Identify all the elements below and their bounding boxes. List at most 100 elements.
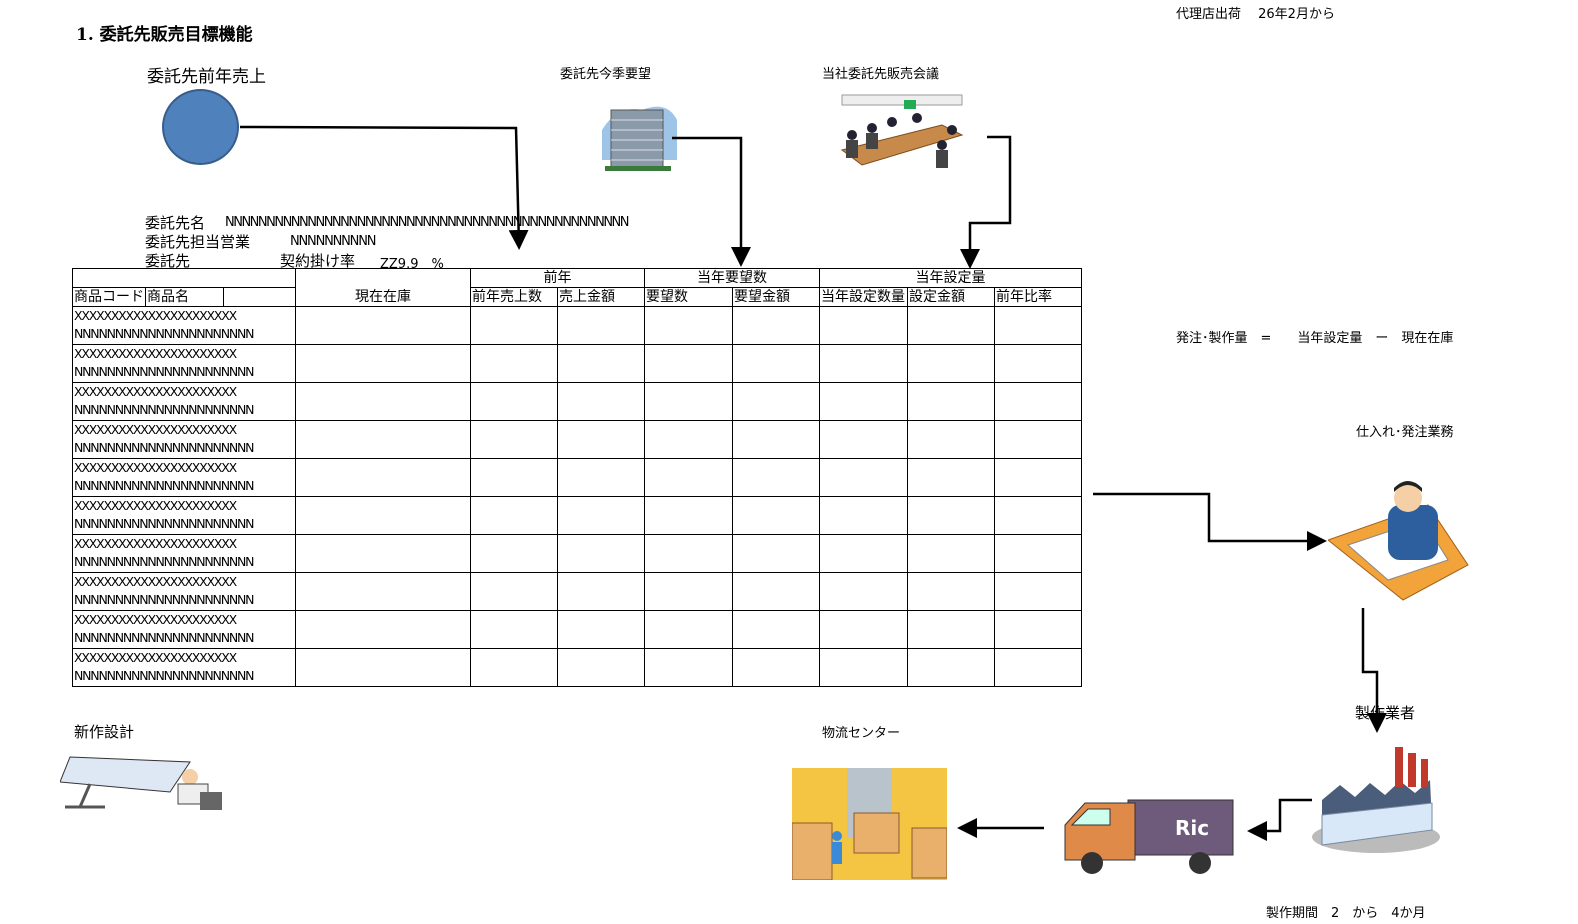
header-planned: 当年設定量 [819, 268, 1082, 288]
consignee-rate-prefix: 委託先 [145, 252, 191, 270]
product-code: XXXXXXXXXXXXXXXXXXXXXX [74, 536, 237, 551]
arrow-request [672, 136, 751, 267]
value-cell[interactable] [732, 306, 820, 345]
value-cell[interactable] [644, 534, 733, 573]
value-cell[interactable] [994, 648, 1082, 687]
value-cell[interactable] [819, 496, 908, 535]
purchasing-label: 仕入れ･発注業務 [1356, 425, 1454, 440]
sales-meeting-label: 当社委託先販売会議 [822, 67, 940, 82]
arrow-to-purchasing [1093, 492, 1327, 551]
value-cell[interactable] [295, 572, 471, 611]
value-cell[interactable] [732, 382, 820, 421]
value-cell[interactable] [557, 344, 645, 383]
value-cell[interactable] [644, 458, 733, 497]
value-cell[interactable] [557, 572, 645, 611]
product-code: XXXXXXXXXXXXXXXXXXXXXX [74, 422, 237, 437]
value-cell[interactable] [557, 496, 645, 535]
value-cell[interactable] [557, 458, 645, 497]
sales-rep-value: NNNNNNNNNN [290, 234, 376, 249]
value-cell[interactable] [470, 382, 558, 421]
header-planned-qty: 当年設定数量 [819, 287, 908, 307]
product-name: NNNNNNNNNNNNNNNNNNNNNN [74, 440, 255, 455]
product-cell: XXXXXXXXXXXXXXXXXXXXXX NNNNNNNNNNNNNNNNNN… [72, 496, 296, 535]
truck-logo: Ric [1175, 816, 1209, 840]
header-current-stock: 現在在庫 [295, 268, 471, 307]
table-row: XXXXXXXXXXXXXXXXXXXXXX NNNNNNNNNNNNNNNNNN… [72, 420, 1082, 459]
value-cell[interactable] [644, 382, 733, 421]
product-code: XXXXXXXXXXXXXXXXXXXXXX [74, 460, 237, 475]
value-cell[interactable] [644, 344, 733, 383]
value-cell[interactable] [295, 344, 471, 383]
consignee-name-label: 委託先名 [145, 214, 206, 232]
value-cell[interactable] [557, 382, 645, 421]
product-code: XXXXXXXXXXXXXXXXXXXXXX [74, 346, 237, 361]
value-cell[interactable] [295, 420, 471, 459]
new-design-label: 新作設計 [74, 723, 135, 741]
prev-sales-label: 委託先前年売上 [147, 67, 266, 87]
sales-target-table: 現在在庫 前年 当年要望数 当年設定量 商品コード 商品名 前年売上数 売上金額… [72, 268, 1082, 687]
clerk-writing-icon [1328, 481, 1469, 601]
value-cell[interactable] [819, 648, 908, 687]
product-code: XXXXXXXXXXXXXXXXXXXXXX [74, 308, 237, 323]
office-building-icon [602, 106, 677, 171]
value-cell[interactable] [819, 420, 908, 459]
value-cell[interactable] [907, 572, 995, 611]
product-name: NNNNNNNNNNNNNNNNNNNNNN [74, 516, 255, 531]
value-cell[interactable] [470, 610, 558, 649]
shipping-note: 代理店出荷 26年2月から [1176, 7, 1335, 22]
page-title: 1. 委託先販売目標機能 [76, 25, 253, 45]
value-cell[interactable] [907, 610, 995, 649]
header-sales-amount: 売上金額 [557, 287, 645, 307]
value-cell[interactable] [295, 648, 471, 687]
header-requested: 当年要望数 [644, 268, 820, 288]
product-cell: XXXXXXXXXXXXXXXXXXXXXX NNNNNNNNNNNNNNNNNN… [72, 572, 296, 611]
value-cell[interactable] [819, 534, 908, 573]
value-cell[interactable] [644, 420, 733, 459]
value-cell[interactable] [994, 572, 1082, 611]
product-name: NNNNNNNNNNNNNNNNNNNNNN [74, 592, 255, 607]
product-code: XXXXXXXXXXXXXXXXXXXXXX [74, 498, 237, 513]
product-code: XXXXXXXXXXXXXXXXXXXXXX [74, 650, 237, 665]
product-cell: XXXXXXXXXXXXXXXXXXXXXX NNNNNNNNNNNNNNNNNN… [72, 344, 296, 383]
product-code: XXXXXXXXXXXXXXXXXXXXXX [74, 574, 237, 589]
value-cell[interactable] [644, 610, 733, 649]
prev-sales-circle [162, 89, 239, 165]
value-cell[interactable] [470, 648, 558, 687]
value-cell[interactable] [907, 344, 995, 383]
arrow-meeting [960, 135, 1012, 269]
product-name: NNNNNNNNNNNNNNNNNNNNNN [74, 478, 255, 493]
factory-icon [1312, 747, 1440, 853]
value-cell[interactable] [644, 572, 733, 611]
value-cell[interactable] [732, 648, 820, 687]
value-cell[interactable] [907, 458, 995, 497]
value-cell[interactable] [644, 306, 733, 345]
product-name: NNNNNNNNNNNNNNNNNNNNNN [74, 630, 255, 645]
value-cell[interactable] [295, 458, 471, 497]
product-code: XXXXXXXXXXXXXXXXXXXXXX [74, 612, 237, 627]
product-name: NNNNNNNNNNNNNNNNNNNNNN [74, 364, 255, 379]
value-cell[interactable] [470, 420, 558, 459]
value-cell[interactable] [994, 420, 1082, 459]
value-cell[interactable] [644, 648, 733, 687]
value-cell[interactable] [994, 344, 1082, 383]
value-cell[interactable] [907, 648, 995, 687]
value-cell[interactable] [994, 610, 1082, 649]
value-cell[interactable] [907, 534, 995, 573]
meeting-room-icon [840, 94, 964, 168]
product-name: NNNNNNNNNNNNNNNNNNNNNN [74, 668, 255, 683]
formula-text: 発注･製作量 = 当年設定量 ー 現在在庫 [1176, 331, 1454, 346]
product-cell: XXXXXXXXXXXXXXXXXXXXXX NNNNNNNNNNNNNNNNNN… [72, 648, 296, 687]
value-cell[interactable] [732, 496, 820, 535]
production-period-label: 製作期間 2 から 4か月 [1266, 906, 1426, 921]
value-cell[interactable] [470, 344, 558, 383]
contract-rate-label: 契約掛け率 [280, 252, 356, 270]
value-cell[interactable] [557, 648, 645, 687]
value-cell[interactable] [732, 344, 820, 383]
arrow-to-manufacturer [1361, 608, 1387, 733]
product-name: NNNNNNNNNNNNNNNNNNNNNN [74, 554, 255, 569]
value-cell[interactable] [557, 420, 645, 459]
value-cell[interactable] [470, 496, 558, 535]
value-cell[interactable] [295, 306, 471, 345]
